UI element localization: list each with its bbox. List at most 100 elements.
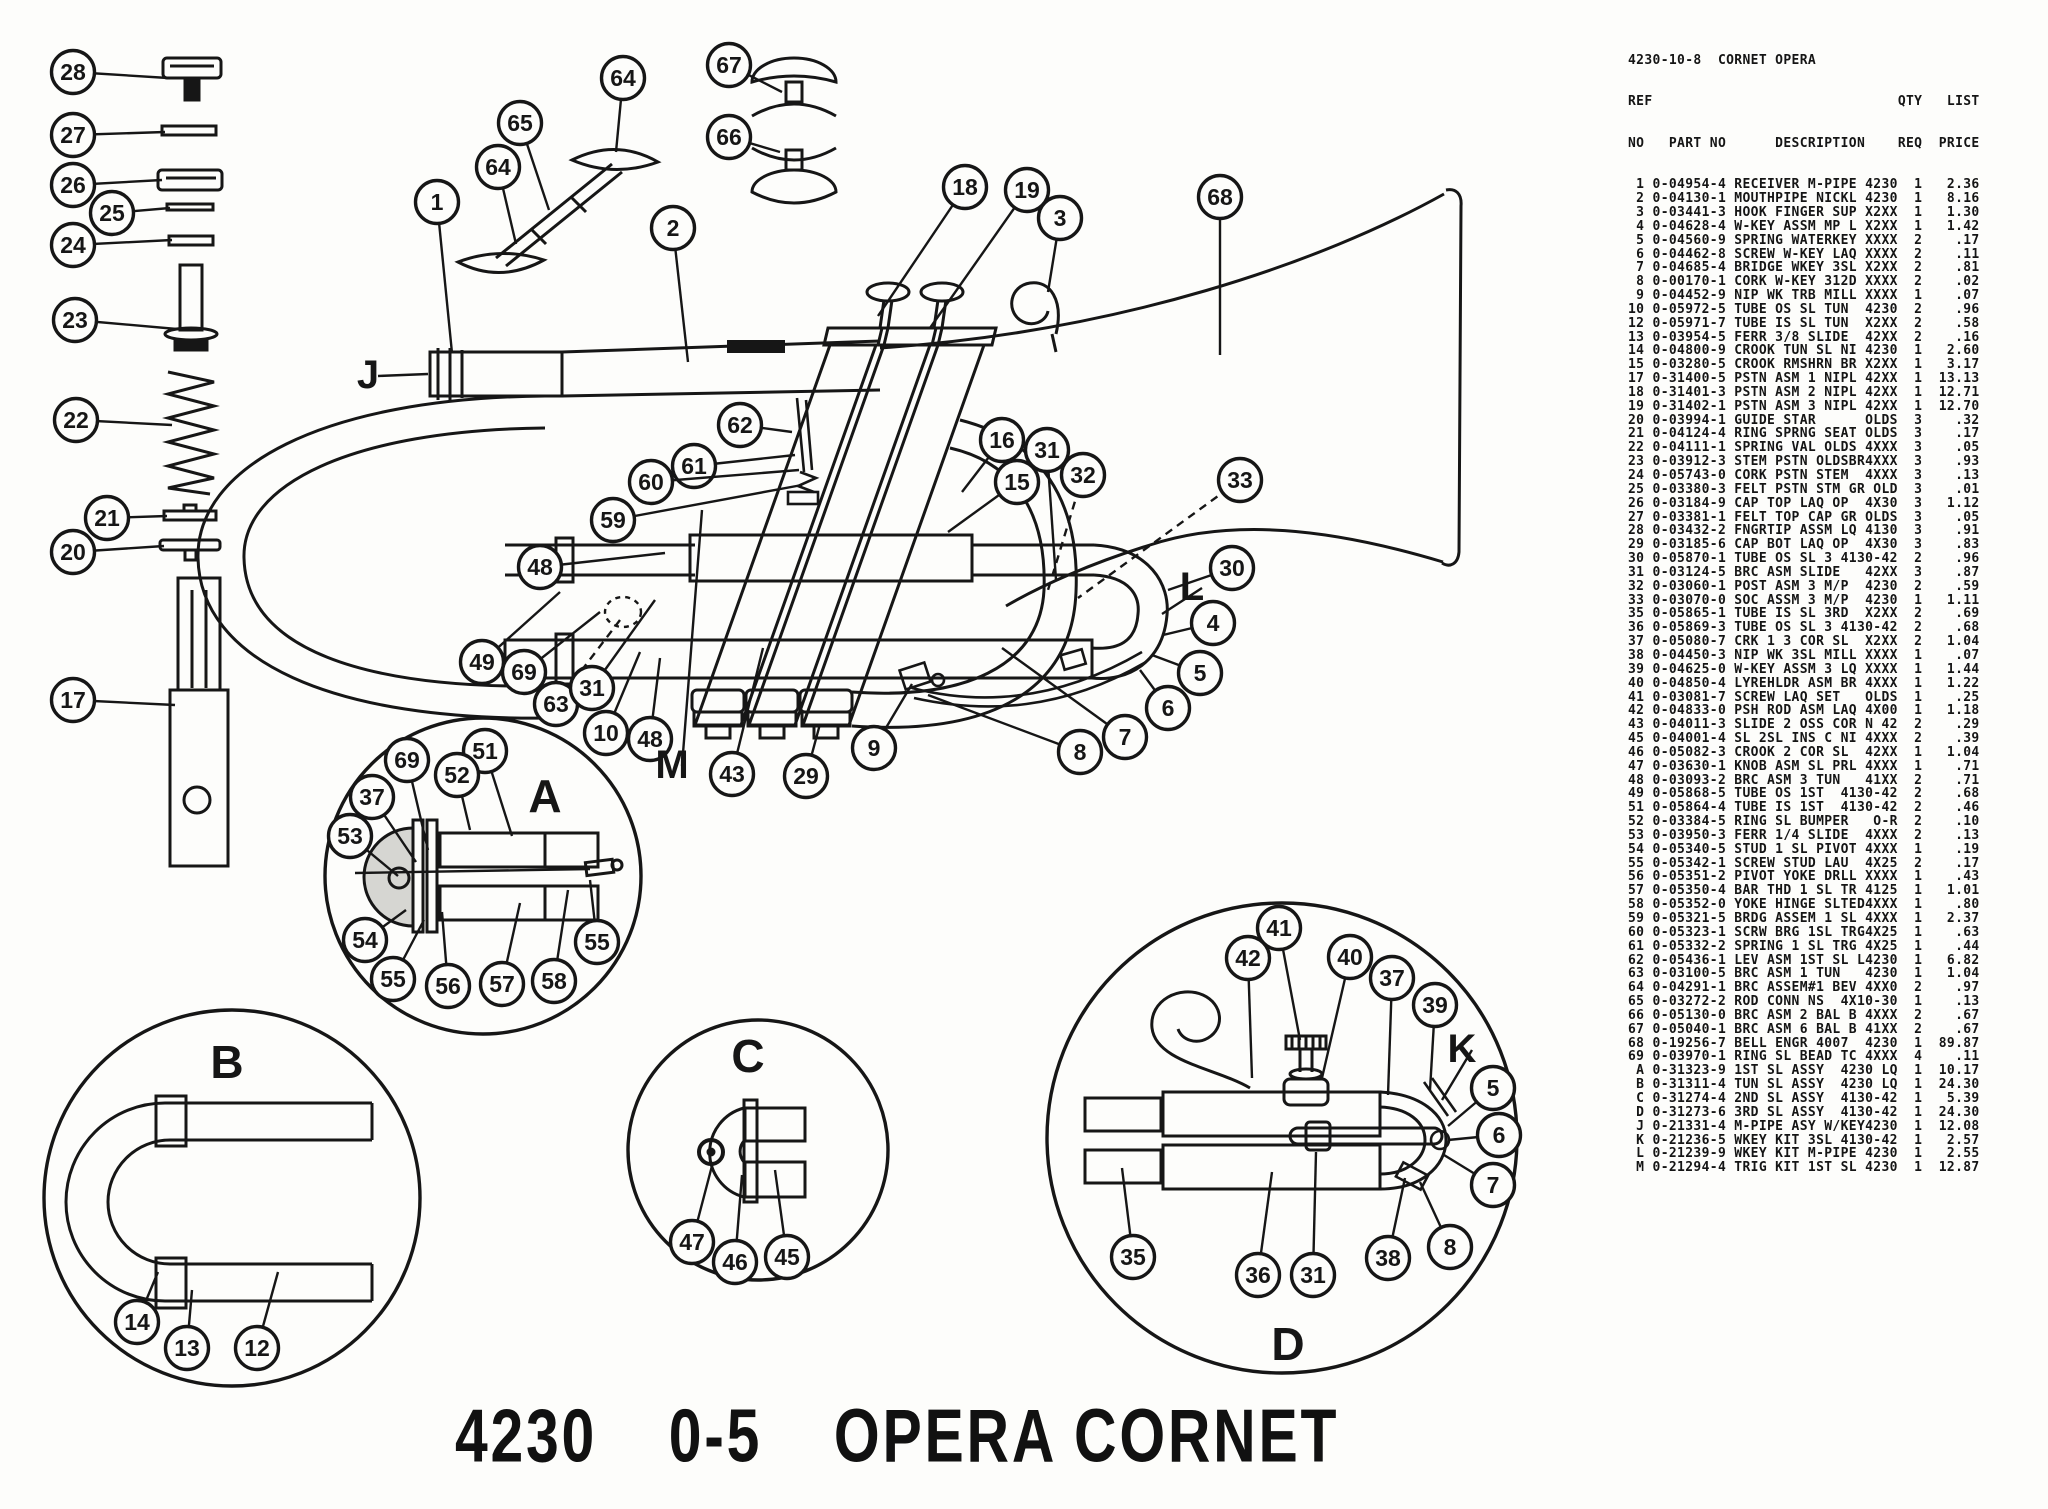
svg-text:68: 68 (1207, 184, 1233, 210)
svg-text:21: 21 (94, 505, 120, 531)
svg-text:13: 13 (174, 1335, 200, 1361)
callout-26: 26 (49, 161, 163, 209)
svg-text:55: 55 (380, 966, 406, 992)
callout-40: 40 (1320, 933, 1374, 1079)
callout-67: 67 (705, 41, 783, 94)
table-row: 52 0-03384-5 RING SL BUMPER O-R 2 .10 (1628, 814, 1980, 830)
svg-text:32: 32 (1070, 462, 1096, 488)
table-row: 2 0-04130-1 MOUTHPIPE NICKL 4230 1 8.16 (1628, 191, 1980, 207)
callout-23: 23 (51, 296, 189, 344)
callout-37: 37 (348, 773, 417, 863)
table-row: 7 0-04685-4 BRIDGE WKEY 3SL X2XX 2 .81 (1628, 260, 1980, 276)
table-row: K 0-21236-5 WKEY KIT 3SL 4130-42 1 2.57 (1628, 1132, 1980, 1148)
list-title: 4230-10-8 CORNET OPERA (1628, 52, 1817, 68)
svg-text:L: L (1180, 565, 1204, 609)
table-row: 60 0-05323-1 SCRW BRG 1SL TRG4X25 1 .63 (1628, 924, 1980, 940)
leadpipe (561, 339, 881, 398)
table-row: 67 0-05040-1 BRC ASM 6 BAL B 41XX 2 .67 (1628, 1021, 1980, 1037)
table-row: 61 0-05332-2 SPRING 1 SL TRG 4X25 1 .44 (1628, 938, 1980, 954)
label-M: M (655, 509, 704, 787)
ball-brace-67 (750, 56, 838, 118)
svg-text:31: 31 (1300, 1262, 1326, 1288)
svg-text:31: 31 (579, 675, 605, 701)
table-row: 64 0-04291-1 BRC ASSEM#1 BEV 4XX0 2 .97 (1628, 980, 1980, 996)
table-row: 20 0-03994-1 GUIDE STAR OLDS 3 .32 (1628, 412, 1980, 428)
callout-31: 31 (568, 599, 656, 712)
callout-31: 31 (1023, 426, 1071, 581)
parts-price-list: 4230-10-8 CORNET OPERA REF QTY LIST NO P… (1628, 26, 2028, 1203)
svg-text:69: 69 (511, 659, 537, 685)
table-row: 33 0-03070-0 SOC ASSM 3 M/P 4230 1 1.11 (1628, 592, 1980, 608)
cornet-line-art (42, 56, 1519, 1388)
table-row: 18 0-31401-3 PSTN ASM 2 NIPL 42XX 1 12.7… (1628, 384, 1980, 400)
callout-60: 60 (627, 458, 800, 506)
callout-14: 14 (113, 1271, 161, 1346)
svg-text:28: 28 (60, 59, 86, 85)
callout-24: 24 (49, 221, 173, 269)
callout-9: 9 (850, 683, 914, 772)
callout-22: 22 (52, 396, 173, 444)
svg-text:7: 7 (1487, 1172, 1500, 1198)
callout-54: 54 (341, 909, 407, 964)
table-row: M 0-21294-4 TRIG KIT 1ST SL 4230 1 12.87 (1628, 1160, 1980, 1176)
callout-45: 45 (763, 1169, 811, 1281)
callout-5: 5 (1447, 1064, 1517, 1127)
table-row: L 0-21239-9 WKEY KIT M-PIPE 4230 1 2.55 (1628, 1146, 1980, 1162)
table-row: 68 0-19256-7 BELL ENGR 4007 4230 1 89.87 (1628, 1035, 1980, 1051)
table-row: 32 0-03060-1 POST ASM 3 M/P 4230 2 .59 (1628, 578, 1980, 594)
svg-text:12: 12 (244, 1335, 270, 1361)
table-row: J 0-21331-4 M-PIPE ASY W/KEY4230 1 12.08 (1628, 1118, 1980, 1134)
callout-47: 47 (668, 1161, 716, 1266)
svg-text:19: 19 (1014, 177, 1040, 203)
callout-19: 19 (929, 166, 1051, 329)
svg-text:64: 64 (610, 65, 636, 91)
callout-69: 69 (383, 736, 431, 851)
page-title: 4230 0-5 OPERA CORNET (455, 1392, 1339, 1479)
callout-46: 46 (711, 1174, 759, 1286)
svg-text:3: 3 (1054, 205, 1067, 231)
callout-31: 31 (1289, 1151, 1337, 1299)
svg-text:46: 46 (722, 1249, 748, 1275)
table-row: 55 0-05342-1 SCREW STUD LAU 4X25 2 .17 (1628, 855, 1980, 871)
svg-text:39: 39 (1422, 992, 1448, 1018)
svg-text:30: 30 (1219, 555, 1245, 581)
felt-washer-part (160, 124, 218, 137)
table-row: 8 0-00170-1 CORK W-KEY 312D XXXX 2 .02 (1628, 274, 1980, 290)
svg-text:36: 36 (1245, 1262, 1271, 1288)
callout-48: 48 (516, 543, 666, 591)
svg-text:55: 55 (584, 929, 610, 955)
callout-68: 68 (1196, 173, 1244, 355)
callout-55: 55 (573, 879, 621, 966)
svg-text:4: 4 (1207, 610, 1220, 636)
table-row: 43 0-04011-3 SLIDE 2 OSS COR N 42 2 .29 (1628, 717, 1980, 733)
svg-text:62: 62 (727, 412, 753, 438)
callout-38: 38 (1364, 1177, 1412, 1282)
callout-15: 15 (947, 458, 1041, 533)
table-row: 47 0-03630-1 KNOB ASM SL PRL 4XXX 1 .71 (1628, 758, 1980, 774)
table-row: 12 0-05971-7 TUBE IS SL TUN X2XX 2 .58 (1628, 315, 1980, 331)
valve-parts-column (156, 56, 230, 868)
valve-spring-part (162, 370, 220, 496)
title-series: 0-5 (668, 1393, 763, 1479)
table-row: 58 0-05352-0 YOKE HINGE SLTED4XXX 1 .80 (1628, 897, 1980, 913)
svg-text:5: 5 (1487, 1075, 1500, 1101)
callout-41: 41 (1255, 904, 1303, 1041)
callout-6: 6 (1139, 669, 1192, 732)
callout-52: 52 (433, 751, 481, 831)
table-row: 25 0-03380-3 FELT PSTN STM GR OLD 3 .01 (1628, 481, 1980, 497)
svg-text:29: 29 (793, 763, 819, 789)
svg-text:42: 42 (1235, 945, 1261, 971)
svg-text:52: 52 (444, 762, 470, 788)
label-B: B (210, 1036, 243, 1088)
table-row: 19 0-31402-1 PSTN ASM 3 NIPL 42XX 1 12.7… (1628, 398, 1980, 414)
callout-13: 13 (163, 1289, 211, 1372)
callout-17: 17 (49, 676, 176, 724)
callout-6: 6 (1447, 1111, 1523, 1159)
svg-text:37: 37 (1379, 965, 1405, 991)
table-row: 42 0-04833-0 PSH ROD ASM LAQ 4X00 1 1.18 (1628, 703, 1980, 719)
callout-10: 10 (582, 651, 642, 757)
table-row: 9 0-04452-9 NIP WK TRB MILL XXXX 1 .07 (1628, 288, 1980, 304)
table-row: 62 0-05436-1 LEV ASM 1ST SL L4230 1 6.82 (1628, 952, 1980, 968)
callout-62: 62 (716, 401, 793, 449)
table-row: 51 0-05864-4 TUBE IS 1ST 4130-42 2 .46 (1628, 800, 1980, 816)
